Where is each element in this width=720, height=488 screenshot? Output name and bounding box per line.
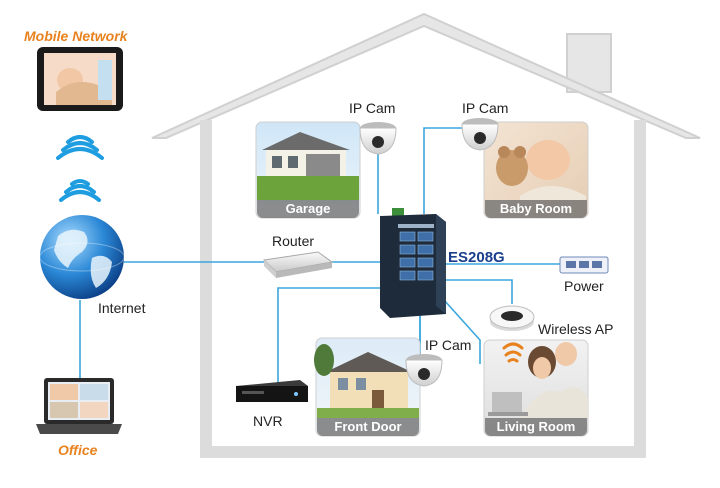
mobile-network-label: Mobile Network (24, 28, 128, 44)
photo-garage (255, 121, 361, 219)
globe-icon (39, 215, 125, 299)
internet-label: Internet (98, 300, 146, 316)
photo-front-door (314, 337, 421, 437)
ip-cam-baby-room-label: IP Cam (462, 100, 509, 116)
photo-caption-garage: Garage (257, 200, 359, 218)
power-connector-icon (559, 256, 609, 274)
photo-caption-living-room: Living Room (485, 418, 587, 436)
photo-caption-front-door: Front Door (317, 418, 419, 436)
ip-cam-front-door-label: IP Cam (425, 337, 472, 353)
wifi-signal-icon (502, 342, 524, 363)
photo-baby-room (483, 121, 589, 219)
nvr-label: NVR (253, 413, 283, 429)
photo-living-room (483, 339, 589, 437)
ethernet-switch-icon (380, 208, 446, 318)
dome-camera-icon (405, 354, 443, 387)
house-outline (151, 12, 701, 458)
office-label: Office (58, 442, 98, 458)
router-icon (262, 251, 334, 278)
access-point-icon (489, 305, 535, 331)
dome-camera-icon (461, 118, 499, 151)
wireless-ap-label: Wireless AP (538, 321, 614, 337)
ip-cam-garage-label: IP Cam (349, 100, 396, 116)
laptop-icon (36, 378, 122, 434)
tablet-icon (37, 47, 123, 111)
switch-model-label: ES208G (448, 249, 505, 266)
wifi-signal-icon (59, 179, 101, 202)
photo-caption-baby-room: Baby Room (485, 200, 587, 218)
dome-camera-icon (359, 122, 397, 155)
power-label: Power (564, 278, 604, 294)
wifi-signal-icon (56, 135, 104, 160)
nvr-recorder-icon (236, 380, 308, 402)
router-label: Router (272, 233, 315, 249)
